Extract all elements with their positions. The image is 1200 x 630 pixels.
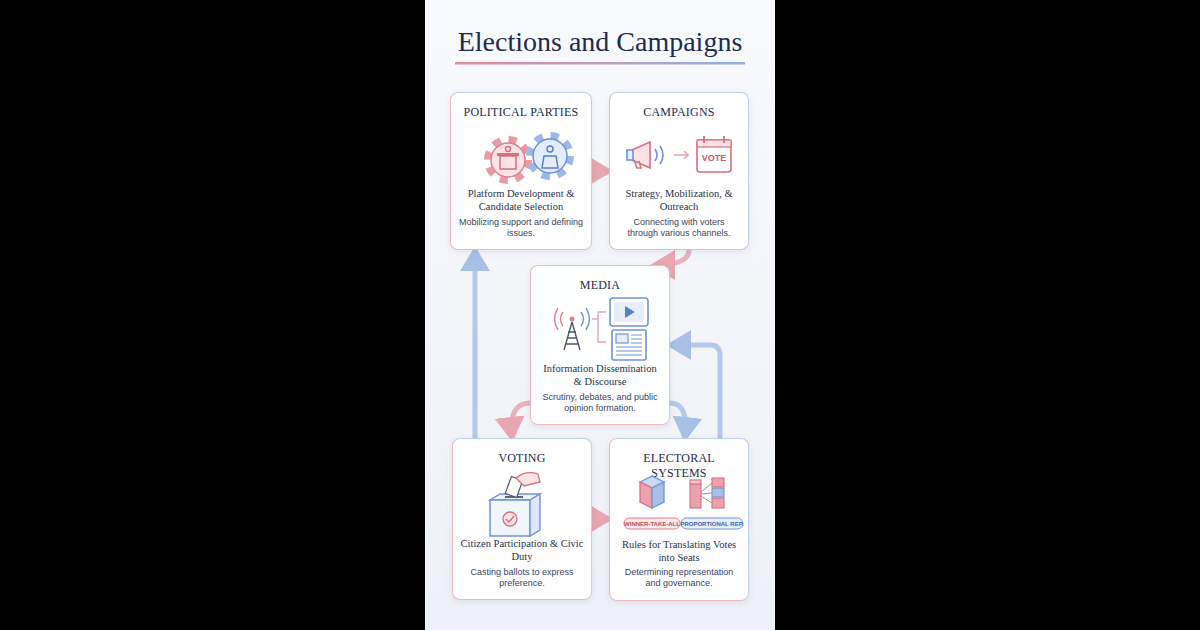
ballot-box-icon xyxy=(490,473,540,536)
box-text-group: Rules for Translating Votes into SeatsDe… xyxy=(617,539,741,590)
calendar-icon xyxy=(697,136,731,172)
box-subtext: Scrutiny, debates, and public opinion fo… xyxy=(538,392,662,415)
flow-arrow xyxy=(670,345,720,438)
box-body: Citizen Participation & Civic Duty xyxy=(460,538,584,563)
process-box: POLITICAL PARTIES Platform Development & … xyxy=(450,92,592,250)
video-tablet-icon xyxy=(610,298,648,326)
tower-icon xyxy=(555,308,607,350)
box-text-group: Strategy, Mobilization, & OutreachConnec… xyxy=(617,188,741,239)
label-pill xyxy=(681,518,743,529)
box-heading: POLITICAL PARTIES xyxy=(464,105,579,120)
process-box: MEDIA Information Dissemination & Discour… xyxy=(530,265,670,425)
label-pill xyxy=(624,518,680,529)
box-body: Rules for Translating Votes into Seats xyxy=(617,539,741,564)
box-body: Information Dissemination & Discourse xyxy=(538,363,662,388)
gear-icon xyxy=(530,136,570,176)
box-subtext: Determining representation and governanc… xyxy=(617,567,741,590)
box-body: Platform Development & Candidate Selecti… xyxy=(458,188,584,213)
title-underline xyxy=(455,62,745,65)
box-subtext: Mobilizing support and defining issues. xyxy=(458,217,584,240)
box-heading: CAMPAIGNS xyxy=(643,105,714,120)
box-subtext: Connecting with voters through various c… xyxy=(617,217,741,240)
box-body: Strategy, Mobilization, & Outreach xyxy=(617,188,741,213)
cube-icon xyxy=(640,476,664,508)
process-box: CAMPAIGNS Strategy, Mobilization, & Outre… xyxy=(609,92,749,250)
box-heading: ELECTORAL SYSTEMS xyxy=(617,451,741,481)
box-heading: MEDIA xyxy=(580,278,620,293)
box-text-group: Platform Development & Candidate Selecti… xyxy=(458,188,584,239)
flow-arrow xyxy=(473,250,478,438)
flow-arrow xyxy=(592,169,609,174)
stacked-cubes-icon xyxy=(690,478,724,508)
process-box: ELECTORAL SYSTEMS Rules for Translating V… xyxy=(609,438,749,601)
box-subtext: Casting ballots to express preference. xyxy=(460,567,584,590)
flow-arrow xyxy=(670,403,686,438)
megaphone-icon xyxy=(627,142,688,168)
gear-icon xyxy=(488,140,528,180)
box-heading: VOTING xyxy=(498,451,545,466)
box-text-group: Information Dissemination & DiscourseScr… xyxy=(538,363,662,414)
diagram-title: Elections and Campaigns xyxy=(425,26,775,58)
newspaper-icon xyxy=(612,330,646,360)
process-box: VOTING Citizen Participation & Civic Duty… xyxy=(452,438,592,600)
flow-arrow xyxy=(592,517,609,522)
flow-arrow xyxy=(654,250,689,265)
flow-arrow xyxy=(511,403,530,438)
box-text-group: Citizen Participation & Civic DutyCastin… xyxy=(460,538,584,589)
